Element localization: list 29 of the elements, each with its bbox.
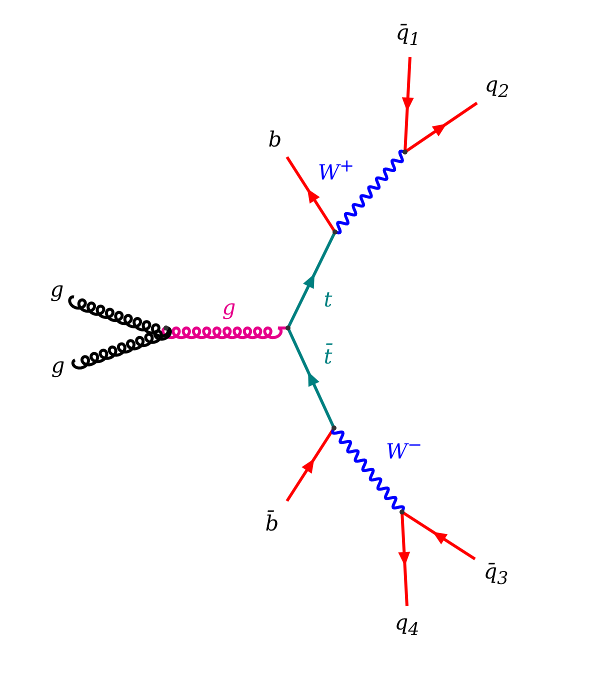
vertex-dot [332, 426, 336, 430]
edge-label: g [222, 298, 236, 318]
arrow [286, 231, 336, 329]
particle-label: q$_{4}$ [394, 612, 420, 640]
curly-line [161, 326, 288, 340]
arrow [398, 512, 410, 606]
vertex-dot [400, 510, 404, 514]
edge-label: W$^{+}$ [318, 158, 354, 184]
edge-label: t [324, 290, 332, 310]
arrow [286, 327, 336, 429]
particle-label: q̄$_{3}$ [484, 562, 508, 588]
vertex-dot [164, 326, 168, 330]
vertex-dot [332, 230, 338, 234]
curly-line [71, 326, 172, 370]
arrow [404, 102, 478, 154]
arrow [402, 56, 414, 152]
arrow [286, 156, 336, 233]
curly-line [68, 295, 170, 338]
particle-label: q̄$_{1}$ [396, 22, 420, 50]
particle-label: g [51, 356, 65, 376]
particle-label: q$_{2}$ [484, 74, 510, 102]
particle-label: g [50, 280, 64, 300]
particle-label: b [268, 130, 282, 150]
edge-label: W$^{−}$ [386, 438, 422, 462]
wavy-line [334, 150, 406, 234]
vertex-dot [286, 326, 290, 330]
vertex-dot [402, 150, 408, 154]
wavy-line [331, 427, 405, 513]
arrow [401, 510, 476, 560]
